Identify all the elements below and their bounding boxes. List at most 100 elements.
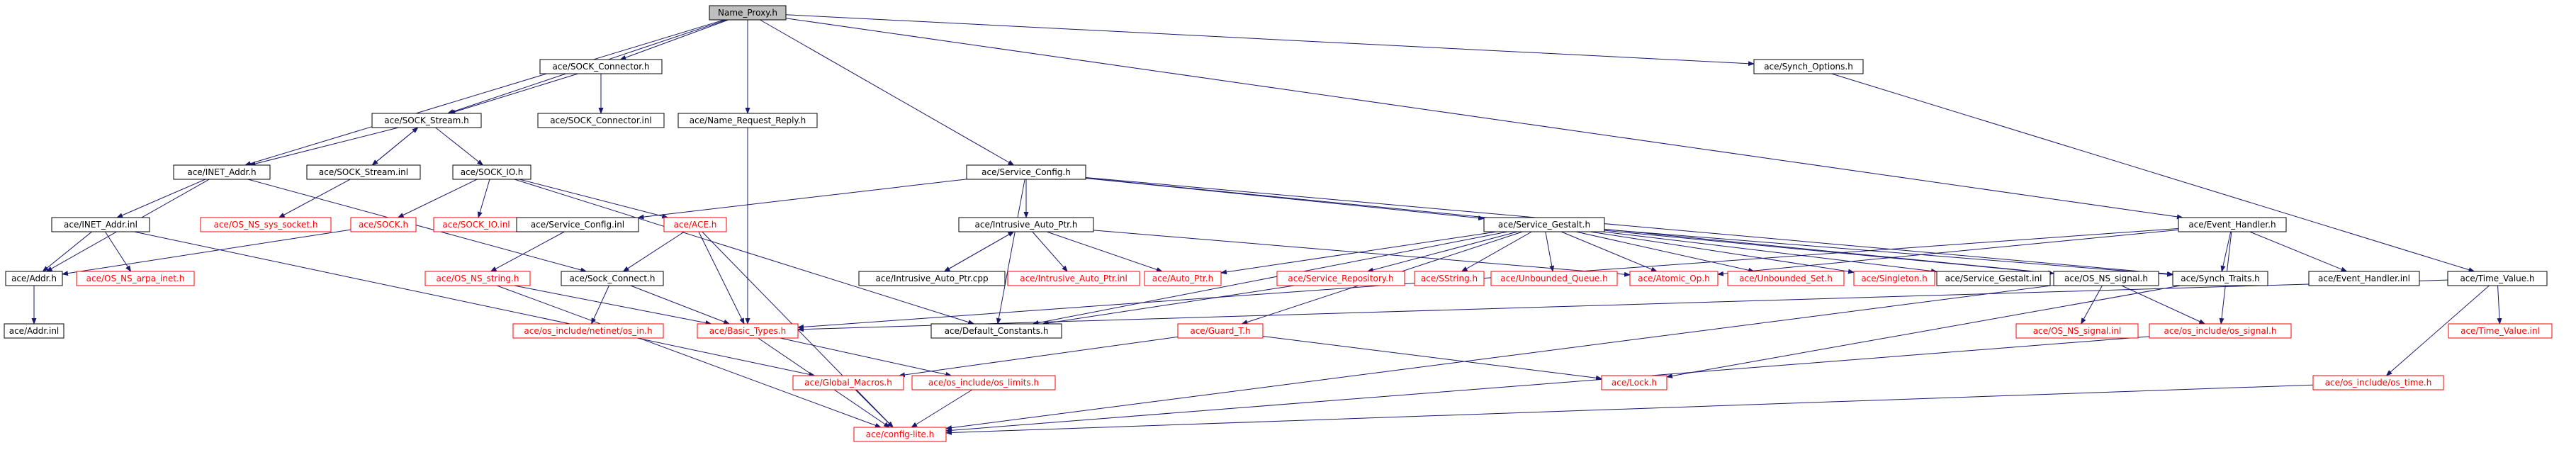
node-iap[interactable]: ace/Intrusive_Auto_Ptr.h — [958, 217, 1094, 232]
node-singleton[interactable]: ace/Singleton.h — [1853, 271, 1935, 286]
node-iapinl[interactable]: ace/Intrusive_Auto_Ptr.inl — [1007, 271, 1140, 286]
node-box[interactable] — [1483, 217, 1605, 232]
node-box[interactable] — [853, 427, 947, 442]
node-defconst[interactable]: ace/Default_Constants.h — [930, 323, 1062, 339]
node-box[interactable] — [1727, 271, 1845, 286]
node-box[interactable] — [2447, 271, 2548, 286]
node-atomicop[interactable]: ace/Atomic_Op.h — [1629, 271, 1719, 286]
node-box[interactable] — [1753, 59, 1864, 74]
node-box[interactable] — [2308, 271, 2420, 286]
node-box[interactable] — [1853, 271, 1935, 286]
node-osnsstring[interactable]: ace/OS_NS_string.h — [424, 271, 531, 286]
node-box[interactable] — [306, 164, 421, 180]
node-box[interactable] — [452, 164, 531, 180]
node-box[interactable] — [371, 113, 482, 128]
node-timevalueinl[interactable]: ace/Time_Value.inl — [2448, 323, 2553, 339]
node-configlite[interactable]: ace/config-lite.h — [853, 427, 947, 442]
node-osnssyssock[interactable]: ace/OS_NS_sys_socket.h — [200, 217, 332, 232]
node-box[interactable] — [76, 271, 195, 286]
node-box[interactable] — [966, 164, 1086, 180]
node-box[interactable] — [697, 323, 799, 339]
node-box[interactable] — [539, 59, 663, 74]
node-osinclsignal[interactable]: ace/os_include/os_signal.h — [2149, 323, 2292, 339]
node-svcgestalt[interactable]: ace/Service_Gestalt.h — [1483, 217, 1605, 232]
node-box[interactable] — [930, 323, 1062, 339]
node-sockconninl[interactable]: ace/SOCK_Connector.inl — [537, 113, 665, 128]
node-box[interactable] — [2172, 271, 2268, 286]
node-osnssignal[interactable]: ace/OS_NS_signal.h — [2053, 271, 2159, 286]
node-box[interactable] — [677, 113, 818, 128]
node-box[interactable] — [2149, 323, 2292, 339]
node-sockstreaminl[interactable]: ace/SOCK_Stream.inl — [306, 164, 421, 180]
node-synchtraits[interactable]: ace/Synch_Traits.h — [2172, 271, 2268, 286]
node-box[interactable] — [512, 323, 664, 339]
node-evh[interactable]: ace/Event_Handler.h — [2178, 217, 2287, 232]
node-box[interactable] — [2015, 323, 2139, 339]
node-sockconn[interactable]: ace/SOCK_Connector.h — [539, 59, 663, 74]
node-box[interactable] — [173, 164, 271, 180]
node-box[interactable] — [516, 217, 639, 232]
node-addr[interactable]: ace/Addr.h — [5, 271, 63, 286]
node-box[interactable] — [858, 271, 1006, 286]
node-ubset[interactable]: ace/Unbounded_Set.h — [1727, 271, 1845, 286]
node-box[interactable] — [5, 271, 63, 286]
node-iapcpp[interactable]: ace/Intrusive_Auto_Ptr.cpp — [858, 271, 1006, 286]
node-addrinl[interactable]: ace/Addr.inl — [4, 323, 64, 339]
node-box[interactable] — [911, 375, 1056, 390]
node-box[interactable] — [1177, 323, 1264, 339]
node-box[interactable] — [2053, 271, 2159, 286]
node-nrr[interactable]: ace/Name_Request_Reply.h — [677, 113, 818, 128]
node-sockioinl[interactable]: ace/SOCK_IO.inl — [433, 217, 519, 232]
node-evhinl[interactable]: ace/Event_Handler.inl — [2308, 271, 2420, 286]
node-svcrepo[interactable]: ace/Service_Repository.h — [1276, 271, 1405, 286]
node-box[interactable] — [537, 113, 665, 128]
node-root[interactable]: Name_Proxy.h — [709, 5, 787, 21]
node-box[interactable] — [2178, 217, 2287, 232]
node-svcconf[interactable]: ace/Service_Config.h — [966, 164, 1086, 180]
node-sockio[interactable]: ace/SOCK_IO.h — [452, 164, 531, 180]
node-ace[interactable]: ace/ACE.h — [663, 217, 727, 232]
node-box[interactable] — [792, 375, 904, 390]
node-svcconfinl[interactable]: ace/Service_Config.inl — [516, 217, 639, 232]
node-box[interactable] — [51, 217, 150, 232]
node-box[interactable] — [958, 217, 1094, 232]
node-box[interactable] — [1414, 271, 1485, 286]
node-timevalue[interactable]: ace/Time_Value.h — [2447, 271, 2548, 286]
node-box[interactable] — [561, 271, 664, 286]
node-box[interactable] — [709, 5, 787, 21]
node-box[interactable] — [2312, 375, 2444, 390]
node-inetaddr[interactable]: ace/INET_Addr.h — [173, 164, 271, 180]
node-box[interactable] — [1276, 271, 1405, 286]
node-svcgestaltinl[interactable]: ace/Service_Gestalt.inl — [1936, 271, 2051, 286]
node-box[interactable] — [1490, 271, 1618, 286]
node-box[interactable] — [2448, 323, 2553, 339]
node-basictypes[interactable]: ace/Basic_Types.h — [697, 323, 799, 339]
node-sock[interactable]: ace/SOCK.h — [350, 217, 417, 232]
node-box[interactable] — [200, 217, 332, 232]
node-sockstream[interactable]: ace/SOCK_Stream.h — [371, 113, 482, 128]
node-osnsarpa[interactable]: ace/OS_NS_arpa_inet.h — [76, 271, 195, 286]
node-lock[interactable]: ace/Lock.h — [1601, 375, 1667, 390]
node-osnssignalinl[interactable]: ace/OS_NS_signal.inl — [2015, 323, 2139, 339]
node-box[interactable] — [350, 217, 417, 232]
node-synchopt[interactable]: ace/Synch_Options.h — [1753, 59, 1864, 74]
node-box[interactable] — [4, 323, 64, 339]
node-globalmacros[interactable]: ace/Global_Macros.h — [792, 375, 904, 390]
node-osinclnetin[interactable]: ace/os_include/netinet/os_in.h — [512, 323, 664, 339]
node-box[interactable] — [1936, 271, 2051, 286]
node-guardt[interactable]: ace/Guard_T.h — [1177, 323, 1264, 339]
node-box[interactable] — [1007, 271, 1140, 286]
node-sockconnect[interactable]: ace/Sock_Connect.h — [561, 271, 664, 286]
node-box[interactable] — [424, 271, 531, 286]
node-inetaddrinl[interactable]: ace/INET_Addr.inl — [51, 217, 150, 232]
node-autoptr[interactable]: ace/Auto_Ptr.h — [1144, 271, 1222, 286]
node-box[interactable] — [1601, 375, 1667, 390]
node-ubq[interactable]: ace/Unbounded_Queue.h — [1490, 271, 1618, 286]
node-sstring[interactable]: ace/SString.h — [1414, 271, 1485, 286]
node-box[interactable] — [1144, 271, 1222, 286]
node-osincllimits[interactable]: ace/os_include/os_limits.h — [911, 375, 1056, 390]
node-label: ace/SOCK_Connector.h — [553, 62, 650, 72]
node-box[interactable] — [1629, 271, 1719, 286]
node-box[interactable] — [663, 217, 727, 232]
node-osincltime[interactable]: ace/os_include/os_time.h — [2312, 375, 2444, 390]
